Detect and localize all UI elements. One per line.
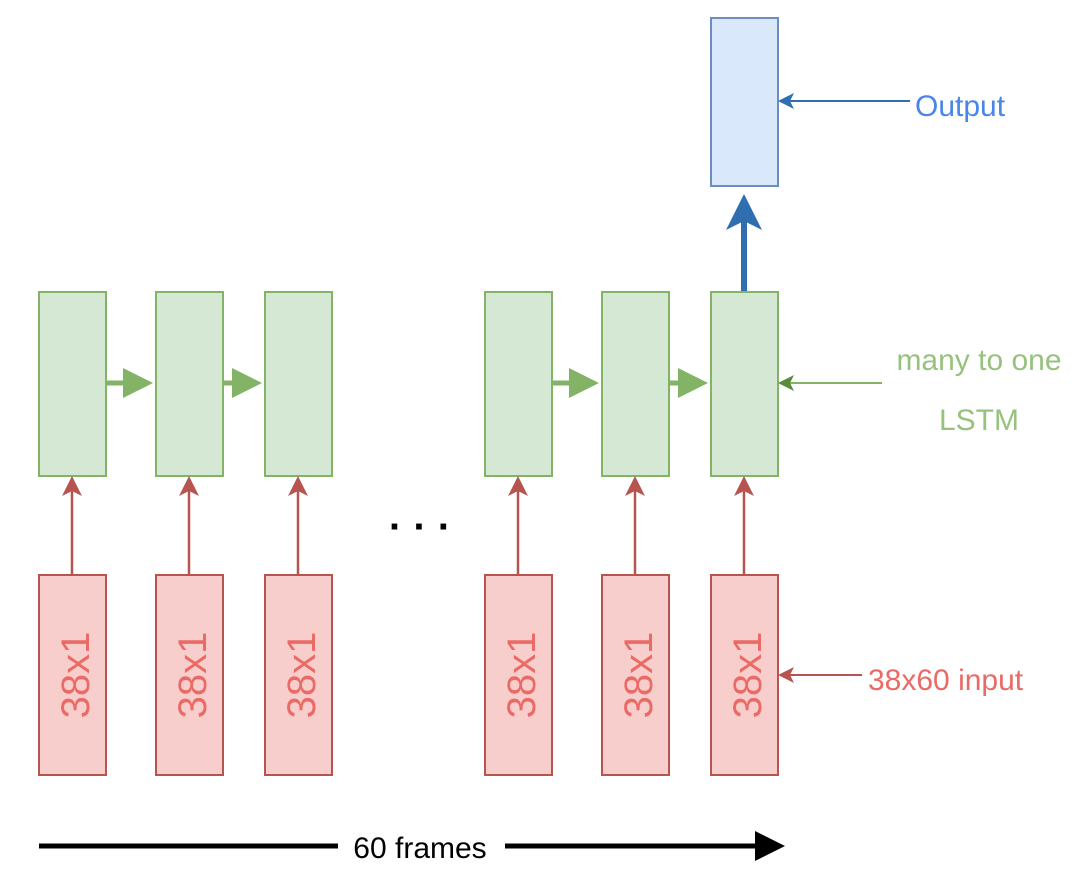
- input-block-label: 38x1: [726, 632, 770, 719]
- lstm-cell: [601, 291, 670, 477]
- lstm-cell: [264, 291, 333, 477]
- lstm-label-line1: many to one: [896, 344, 1061, 377]
- input-blocks: [38, 574, 779, 776]
- lstm-cells: [38, 291, 779, 477]
- input-block: [601, 574, 670, 776]
- output-label: Output: [915, 90, 1006, 123]
- input-block: [264, 574, 333, 776]
- ellipsis: · · ·: [389, 505, 451, 549]
- input-block-labels: 38x1 38x1 38x1 38x1 38x1 38x1: [54, 632, 770, 719]
- input-block-label: 38x1: [500, 632, 544, 719]
- input-arrows: [62, 476, 754, 575]
- input-label: 38x60 input: [868, 664, 1024, 697]
- lstm-cell: [484, 291, 553, 477]
- input-block: [484, 574, 553, 776]
- input-block: [155, 574, 224, 776]
- output-block: [710, 17, 779, 187]
- lstm-cell: [38, 291, 107, 477]
- lstm-label-line2: LSTM: [939, 404, 1019, 437]
- timeline-label: 60 frames: [353, 832, 486, 865]
- lstm-cell: [710, 291, 779, 477]
- input-block: [710, 574, 779, 776]
- input-block-label: 38x1: [617, 632, 661, 719]
- input-block-label: 38x1: [171, 632, 215, 719]
- input-block: [38, 574, 107, 776]
- input-block-label: 38x1: [280, 632, 324, 719]
- lstm-cell: [155, 291, 224, 477]
- input-block-label: 38x1: [54, 632, 98, 719]
